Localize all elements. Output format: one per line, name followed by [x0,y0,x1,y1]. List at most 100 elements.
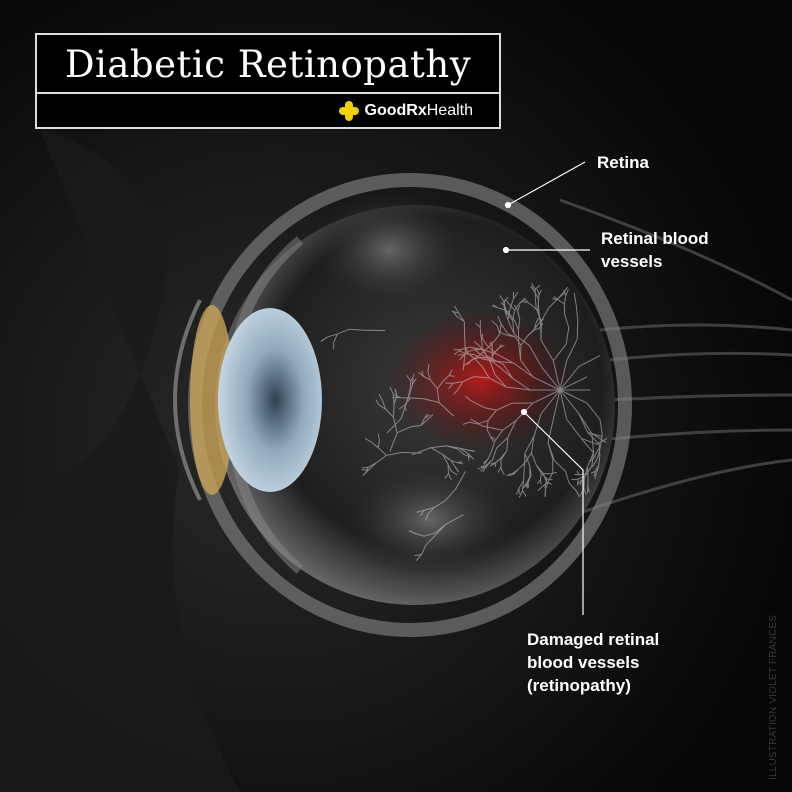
blood-vessel [503,307,508,314]
blood-vessel [425,513,429,521]
blood-vessel [389,432,398,452]
blood-vessel [526,476,531,484]
blood-vessel [575,304,579,321]
blood-vessel [496,360,514,364]
blood-vessel [547,442,554,459]
blood-vessel [550,471,557,475]
damaged-vessel-area [390,310,570,450]
blood-vessel [451,471,458,476]
blood-vessel [396,426,411,434]
blood-vessel [522,490,527,497]
blood-vessel [479,343,493,356]
blood-vessel [536,479,541,485]
blood-vessel [414,553,422,557]
blood-vessel [532,376,561,391]
blood-vessel [566,338,578,361]
brand-name-regular: Health [426,102,473,119]
blood-vessel [540,307,550,322]
blood-vessel [378,394,383,402]
blood-vessel [443,375,450,382]
blood-vessel [481,425,492,429]
lens [218,308,322,492]
blood-vessel [496,437,509,449]
blood-vessel [445,514,464,525]
cornea [173,299,202,501]
blood-vessel [507,307,511,321]
blood-vessel [533,327,541,331]
blood-vessel [575,490,581,498]
blood-vessel [517,305,521,312]
blood-vessel [585,466,593,475]
blood-vessel [476,403,486,409]
blood-vessel [536,465,542,474]
blood-vessel [465,395,471,401]
blood-vessel [410,397,424,400]
blood-vessel [438,402,455,417]
blood-vessel [425,535,436,546]
blood-vessel [471,348,482,351]
blood-vessel [535,317,539,323]
blood-vessel [596,437,608,445]
blood-vessel [427,414,434,420]
blood-vessel [364,467,369,474]
blood-vessel [507,420,517,438]
blood-vessel [538,311,542,324]
blood-vessel [415,533,425,537]
blood-vessel [487,451,493,460]
blood-vessel [447,464,453,472]
iris [190,305,234,495]
blood-vessel [480,334,483,340]
blood-vessel [457,461,463,464]
blood-vessel [419,509,425,517]
plus-cross-icon [338,101,359,121]
blood-vessel [568,482,577,491]
blood-vessel [454,466,459,472]
blood-vessel [489,361,496,375]
blood-vessel [392,394,395,405]
blood-vessel [479,327,482,336]
label-damaged-vessels: Damaged retinal blood vessels (retinopat… [527,628,659,697]
blood-vessel [385,408,394,418]
blood-vessel [559,389,588,404]
blood-vessel [333,333,338,343]
blood-vessel [409,424,422,428]
blood-vessel [458,350,466,355]
brand-name-bold: GoodRx [364,102,427,119]
blood-vessel [563,289,567,296]
blood-vessel [518,490,523,498]
blood-vessel [509,304,515,311]
blood-vessel [527,301,534,307]
blood-vessel [514,321,519,331]
blood-vessel [386,451,403,456]
blood-vessel [552,343,567,362]
blood-vessel [483,458,489,464]
blood-vessel [559,389,580,414]
blood-vessel [537,302,540,312]
blood-vessel [509,314,516,322]
blood-vessel [540,339,554,362]
blood-vessel [455,471,466,490]
blood-vessel [541,473,548,480]
blood-vessel [499,323,502,335]
blood-vessel [496,325,501,335]
blood-vessel [539,473,542,480]
blood-vessel [458,312,465,323]
blood-vessel [400,403,407,419]
blood-vessel [486,355,497,362]
blood-vessel [539,479,542,485]
blood-vessel [492,304,498,309]
blood-vessel [587,432,600,445]
blood-vessel [491,320,498,326]
blood-vessel [527,474,532,483]
blood-vessel [386,418,402,434]
blood-vessel [469,421,478,425]
blood-vessel [494,429,504,442]
blood-vessel [491,360,502,370]
blood-vessel [486,344,497,355]
blood-vessel [548,298,558,308]
blood-vessel [591,452,595,467]
blood-vessel [452,310,458,317]
blood-vessel [504,309,509,321]
divider [37,92,499,94]
blood-vessel [500,450,508,459]
